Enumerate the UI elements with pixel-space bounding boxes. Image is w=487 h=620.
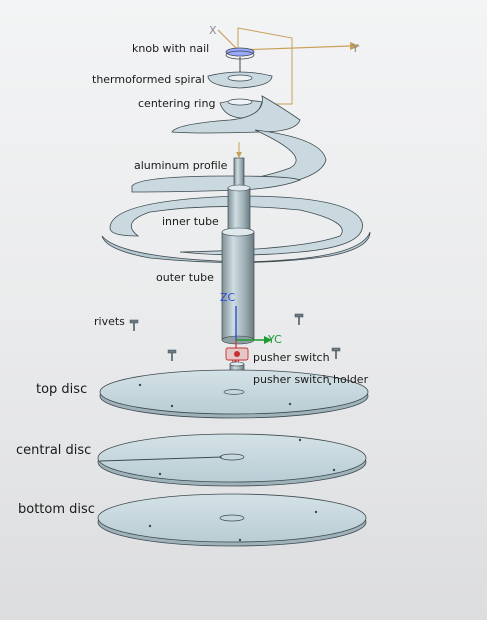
inner-tube[interactable] — [227, 184, 251, 233]
world-csys-box — [237, 27, 293, 105]
label-outer-tube: outer tube — [156, 271, 214, 284]
zc-label: ZC — [220, 291, 236, 304]
rivets[interactable] — [129, 313, 341, 361]
thermoformed-spiral[interactable] — [101, 71, 371, 263]
label-centering-ring: centering ring — [138, 97, 215, 110]
outer-tube[interactable] — [221, 227, 255, 345]
label-pusher-switch-holder: pusher switch holder — [253, 373, 369, 386]
yc-arrow-icon — [264, 336, 272, 344]
central-disc[interactable] — [97, 433, 367, 487]
world-y-arrow-icon — [350, 42, 360, 50]
world-y-label: Y — [351, 42, 359, 55]
label-pusher-switch: pusher switch — [253, 351, 330, 364]
rivet-icon[interactable] — [294, 313, 304, 325]
label-bottom-disc: bottom disc — [18, 502, 95, 517]
rivet-icon[interactable] — [167, 349, 177, 361]
yc-label: YC — [267, 333, 282, 346]
top-disc[interactable] — [99, 369, 369, 419]
label-aluminum-profile: aluminum profile — [134, 159, 228, 172]
aluminum-profile[interactable] — [233, 142, 245, 191]
label-top-disc: top disc — [36, 382, 87, 397]
pusher-switch[interactable] — [225, 347, 249, 361]
rivet-icon[interactable] — [331, 347, 341, 359]
label-inner-tube: inner tube — [162, 215, 219, 228]
knob-with-nail[interactable] — [225, 47, 255, 74]
bottom-disc[interactable] — [97, 493, 367, 547]
world-x-axis — [217, 29, 239, 51]
label-rivets: rivets — [94, 315, 125, 328]
world-x-label: X — [209, 24, 217, 37]
label-thermoformed-spiral: thermoformed spiral — [92, 73, 205, 86]
label-central-disc: central disc — [16, 443, 91, 458]
world-y-axis — [237, 45, 351, 51]
world-csys: Y X — [209, 24, 360, 105]
rivet-icon[interactable] — [129, 319, 139, 331]
label-knob-with-nail: knob with nail — [132, 42, 209, 55]
